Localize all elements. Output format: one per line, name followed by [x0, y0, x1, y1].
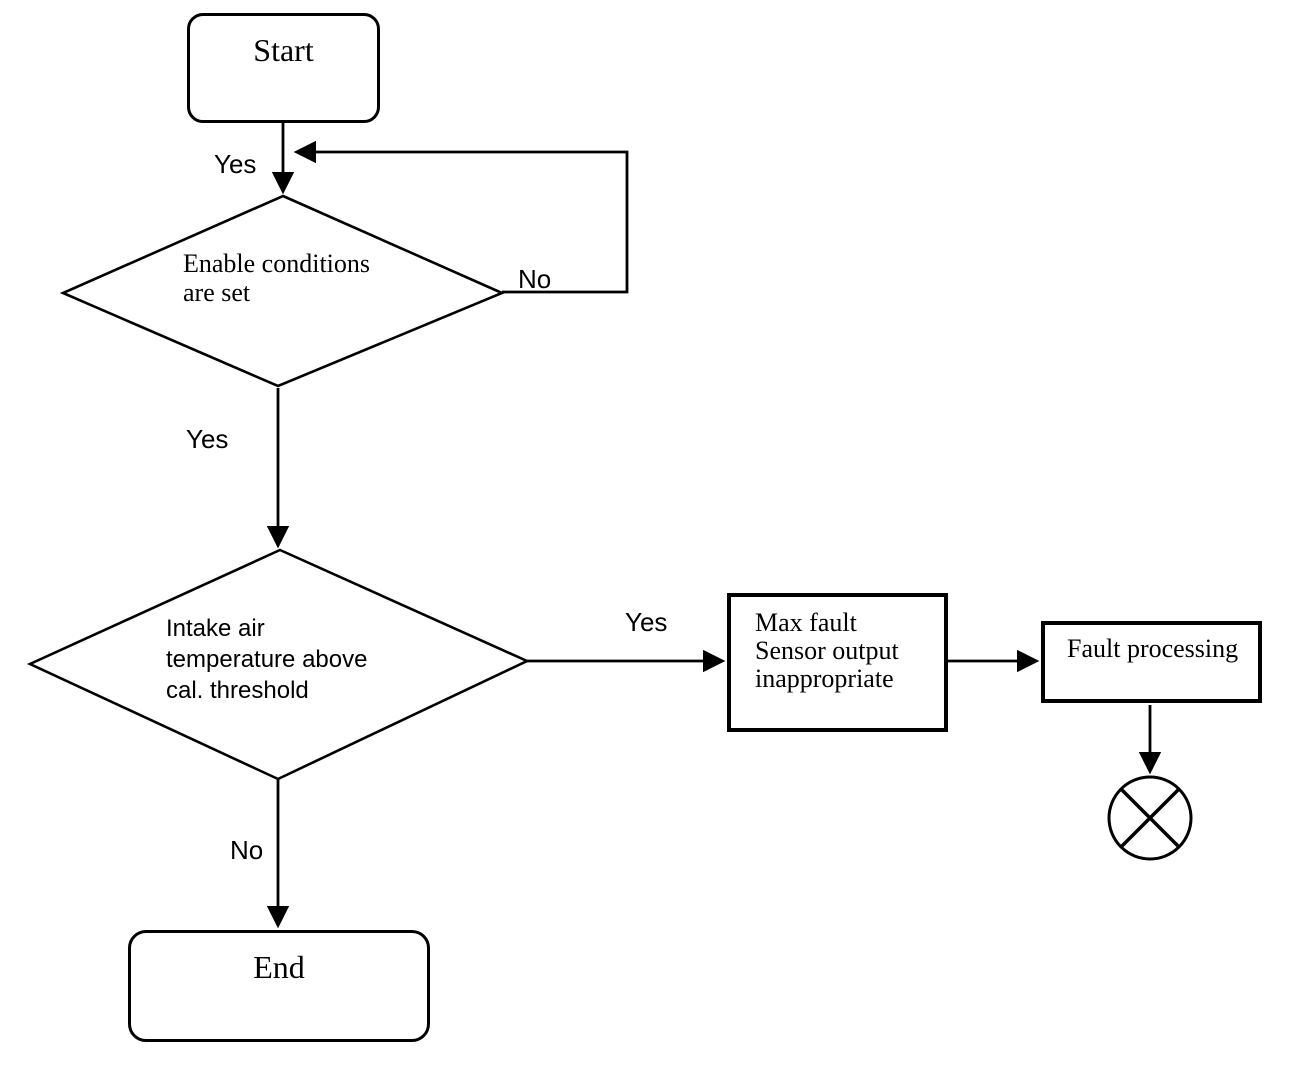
max-fault-line1: Max fault [755, 608, 857, 637]
decision2-label: Intake air temperature above cal. thresh… [166, 613, 367, 706]
fault-processing-label: Fault processing [1067, 634, 1239, 663]
max-fault-node: Max fault Sensor output inappropriate [727, 593, 948, 732]
edge-decision1-no-loop [293, 140, 629, 294]
decision1-label-line1: Enable conditions [183, 249, 371, 278]
max-fault-line3: inappropriate [755, 664, 894, 693]
start-node-label: Start [253, 32, 314, 68]
edge-label-no-bottom: No [230, 835, 264, 865]
fault-processing-node: Fault processing [1041, 621, 1262, 703]
edge-label-yes-right: Yes [625, 607, 668, 637]
decision2-label-line3: cal. threshold [166, 677, 309, 704]
decision2-label-line2: temperature above [166, 646, 368, 673]
decision1-label: Enable conditions are set [183, 249, 370, 307]
decision2-label-line1: Intake air [166, 615, 265, 642]
decision1-label-line2: are set [183, 278, 251, 307]
end-node-label: End [253, 949, 305, 985]
decision1-diamond [59, 194, 506, 388]
edge-label-no-loop: No [518, 264, 552, 294]
end-node: End [128, 930, 430, 1042]
max-fault-line2: Sensor output [755, 636, 899, 665]
crossed-circle-icon [1107, 775, 1193, 861]
edge-label-yes-top: Yes [214, 149, 257, 179]
edge-label-yes-mid: Yes [186, 424, 229, 454]
start-node: Start [187, 13, 380, 123]
